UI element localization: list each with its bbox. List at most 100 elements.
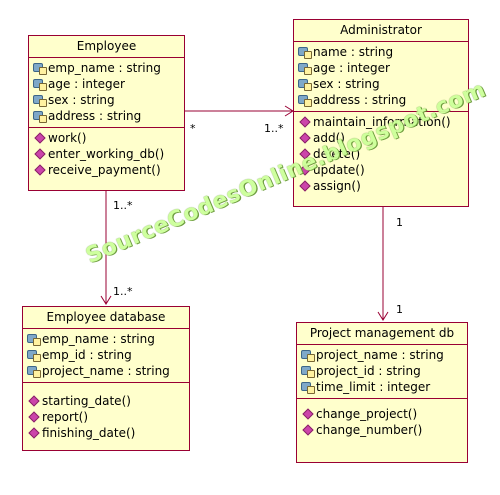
multiplicity-employee-end: * <box>190 122 196 135</box>
operation-icon <box>300 408 316 420</box>
operation-row: change_number() <box>297 422 467 438</box>
attribute-icon <box>300 381 316 394</box>
attributes-compartment: emp_name : string emp_id : string projec… <box>23 329 189 383</box>
attributes-compartment: emp_name : string age : integer sex : st… <box>29 58 184 128</box>
attribute-label: project_name : string <box>42 364 170 378</box>
operation-label: assign() <box>313 179 361 193</box>
attribute-icon <box>297 94 313 107</box>
attribute-label: sex : string <box>48 93 115 107</box>
operation-label: change_project() <box>316 407 418 421</box>
attribute-label: project_name : string <box>316 348 444 362</box>
operation-label: starting_date() <box>42 394 131 408</box>
class-employee-database[interactable]: Employee database emp_name : string emp_… <box>22 306 190 451</box>
multiplicity-administrator-end: 1..* <box>264 122 284 135</box>
operation-icon <box>26 411 42 423</box>
attribute-icon <box>32 62 48 75</box>
attribute-label: age : integer <box>313 61 390 75</box>
attribute-label: emp_name : string <box>42 332 155 346</box>
attribute-label: age : integer <box>48 77 125 91</box>
attribute-row: address : string <box>294 92 468 108</box>
operation-row: finishing_date() <box>23 425 189 441</box>
operation-row: add() <box>294 130 468 146</box>
operation-row: assign() <box>294 178 468 194</box>
operation-label: maintain_information() <box>313 115 451 129</box>
attribute-row: age : integer <box>294 60 468 76</box>
operation-label: finishing_date() <box>42 426 136 440</box>
attribute-row: time_limit : integer <box>297 379 467 395</box>
multiplicity-project-end: 1 <box>396 303 403 316</box>
operation-icon <box>297 180 313 192</box>
attributes-compartment: project_name : string project_id : strin… <box>297 345 467 399</box>
class-employee[interactable]: Employee emp_name : string age : integer… <box>28 35 185 191</box>
attribute-label: address : string <box>48 109 142 123</box>
operation-icon <box>300 424 316 436</box>
arrowhead-employee-database <box>100 295 112 305</box>
operations-compartment: work() enter_working_db() receive_paymen… <box>29 128 184 181</box>
operation-icon <box>32 132 48 144</box>
attribute-label: emp_id : string <box>42 348 132 362</box>
attribute-icon <box>32 94 48 107</box>
operation-label: work() <box>48 131 87 145</box>
multiplicity-employee-bottom-end: 1..* <box>113 199 133 212</box>
operation-label: change_number() <box>316 423 423 437</box>
operation-row: delete() <box>294 146 468 162</box>
operation-row: update() <box>294 162 468 178</box>
attribute-icon <box>32 110 48 123</box>
operation-label: delete() <box>313 147 361 161</box>
class-name: Employee database <box>23 307 189 329</box>
attribute-row: emp_id : string <box>23 347 189 363</box>
attribute-icon <box>32 78 48 91</box>
attribute-icon <box>297 78 313 91</box>
class-administrator[interactable]: Administrator name : string age : intege… <box>293 19 469 207</box>
attribute-row: project_id : string <box>297 363 467 379</box>
attribute-icon <box>297 62 313 75</box>
operations-compartment: starting_date() report() finishing_date(… <box>23 383 189 444</box>
class-name: Employee <box>29 36 184 58</box>
attribute-icon <box>297 46 313 59</box>
attribute-row: emp_name : string <box>23 331 189 347</box>
operation-row: receive_payment() <box>29 162 184 178</box>
operation-row: maintain_information() <box>294 114 468 130</box>
class-name: Project management db <box>297 323 467 345</box>
attribute-row: age : integer <box>29 76 184 92</box>
operation-row: starting_date() <box>23 393 189 409</box>
attribute-label: name : string <box>313 45 394 59</box>
attribute-row: project_name : string <box>23 363 189 379</box>
attribute-row: sex : string <box>294 76 468 92</box>
operation-icon <box>32 164 48 176</box>
operation-row: enter_working_db() <box>29 146 184 162</box>
operation-row: work() <box>29 130 184 146</box>
operation-icon <box>26 395 42 407</box>
operations-compartment: change_project() change_number() <box>297 399 467 441</box>
attribute-row: name : string <box>294 44 468 60</box>
attribute-row: emp_name : string <box>29 60 184 76</box>
attribute-icon <box>26 333 42 346</box>
operation-label: report() <box>42 410 89 424</box>
operations-compartment: maintain_information() add() delete() up… <box>294 112 468 197</box>
multiplicity-admin-bottom-end: 1 <box>396 216 403 229</box>
attribute-icon <box>26 365 42 378</box>
multiplicity-database-end: 1..* <box>113 285 133 298</box>
attribute-icon <box>300 365 316 378</box>
operation-label: add() <box>313 131 345 145</box>
attribute-label: sex : string <box>313 77 380 91</box>
operation-label: receive_payment() <box>48 163 161 177</box>
attribute-row: sex : string <box>29 92 184 108</box>
arrowhead-project-db <box>377 311 389 321</box>
operation-label: enter_working_db() <box>48 147 165 161</box>
operation-icon <box>297 132 313 144</box>
class-project-management-db[interactable]: Project management db project_name : str… <box>296 322 468 463</box>
operation-icon <box>297 116 313 128</box>
operation-icon <box>32 148 48 160</box>
class-name: Administrator <box>294 20 468 42</box>
attribute-row: address : string <box>29 108 184 124</box>
operation-icon <box>26 427 42 439</box>
attribute-label: time_limit : integer <box>316 380 431 394</box>
attribute-label: project_id : string <box>316 364 421 378</box>
attribute-row: project_name : string <box>297 347 467 363</box>
attribute-icon <box>300 349 316 362</box>
attributes-compartment: name : string age : integer sex : string… <box>294 42 468 112</box>
attribute-label: emp_name : string <box>48 61 161 75</box>
